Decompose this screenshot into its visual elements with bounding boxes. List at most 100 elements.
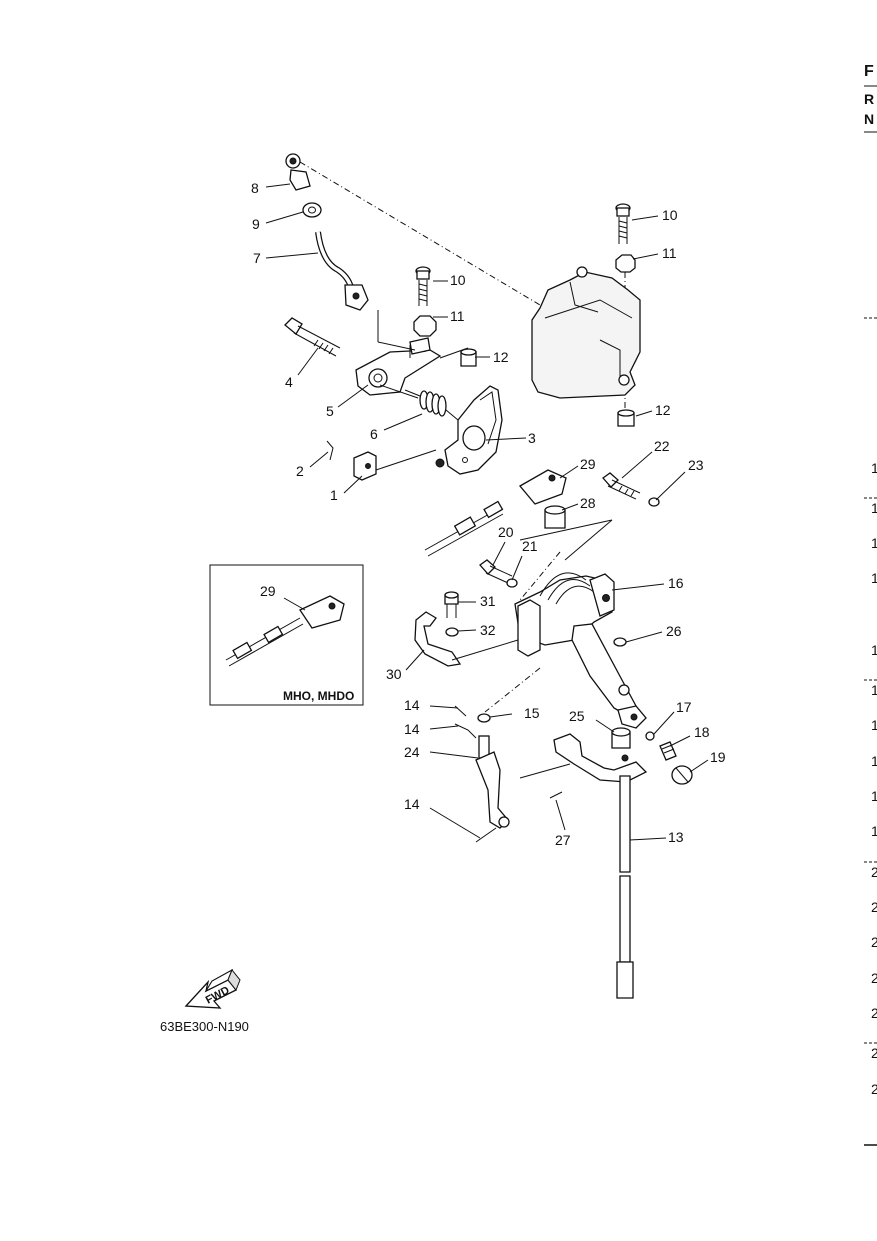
callout-4: 4 [285, 374, 293, 390]
callout-2: 2 [296, 463, 304, 479]
callout-24: 24 [404, 744, 420, 760]
part-12-grommet [460, 348, 477, 367]
callout-8: 8 [251, 180, 259, 196]
callout-14-second: 14 [404, 721, 420, 737]
edge-digit: 1 [871, 642, 877, 658]
edge-digit: 2 [871, 934, 877, 950]
part-15-washer [477, 713, 491, 723]
part-4-long-bolt [284, 317, 341, 357]
fwd-arrow: FWD [184, 968, 241, 1009]
edge-letter: F [864, 63, 874, 80]
part-28-collar [544, 505, 566, 529]
diagram-code: 63BE300-N190 [160, 1019, 249, 1034]
edge-letter: N [864, 111, 874, 127]
callout-21: 21 [522, 538, 538, 554]
right-edge-fragment: F R N 1 1 1 1 1 1 1 1 1 1 2 2 2 2 2 2 2 [864, 63, 877, 1146]
part-1-clip [353, 449, 437, 481]
edge-digit: 1 [871, 823, 877, 839]
edge-digit: 1 [871, 717, 877, 733]
part-25-bushing [611, 727, 631, 749]
part-14-pin-lower [475, 827, 497, 843]
shift-cable [424, 469, 567, 557]
part-2-cotter-pin [326, 440, 334, 461]
callout-20: 20 [498, 524, 514, 540]
part-24-shift-arm [475, 735, 510, 829]
callout-11-right: 11 [662, 245, 677, 261]
callout-27: 27 [555, 832, 571, 848]
shift-housing [531, 266, 641, 399]
part-32-washer [445, 627, 459, 637]
inset-caption: MHO, MHDO [283, 689, 354, 703]
callout-12-right: 12 [655, 402, 671, 418]
edge-digit: 2 [871, 1081, 877, 1097]
callout-1: 1 [330, 487, 338, 503]
callout-29-inset: 29 [260, 583, 276, 599]
inset-box: MHO, MHDO [209, 564, 364, 706]
callout-19: 19 [710, 749, 726, 765]
callout-16: 16 [668, 575, 684, 591]
callout-14: 14 [404, 697, 420, 713]
part-17-ball [645, 731, 655, 741]
edge-digit: 1 [871, 753, 877, 769]
callout-3: 3 [528, 430, 536, 446]
part-12-grommet-right [617, 409, 635, 427]
callout-15: 15 [524, 705, 540, 721]
callout-5: 5 [326, 403, 334, 419]
part-10-bolt [415, 266, 431, 306]
callout-14-lower: 14 [404, 796, 420, 812]
part-11-nut-right [615, 254, 636, 273]
part-21-washer [506, 578, 518, 588]
edge-digit: 2 [871, 970, 877, 986]
callout-6: 6 [370, 426, 378, 442]
part-7-link-rod [315, 231, 369, 311]
edge-digit: 2 [871, 1045, 877, 1061]
edge-digit: 2 [871, 1005, 877, 1021]
callout-13: 13 [668, 829, 684, 845]
edge-digit: 1 [871, 682, 877, 698]
part-22-bolt [602, 472, 641, 500]
part-27-pin [549, 791, 563, 799]
callouts: 1 2 3 4 5 6 7 8 9 10 10 11 11 12 12 13 1… [251, 180, 726, 848]
edge-digit: 1 [871, 460, 877, 476]
callout-29: 29 [580, 456, 596, 472]
part-9-nut [302, 202, 322, 218]
callout-10-right: 10 [662, 207, 678, 223]
part-14-pin [454, 705, 477, 739]
callout-23: 23 [688, 457, 704, 473]
part-6-spring [379, 384, 459, 421]
callout-26: 26 [666, 623, 682, 639]
part-3-detent-plate [435, 385, 503, 475]
part-30-bracket [414, 611, 519, 667]
callout-30: 30 [386, 666, 402, 682]
callout-11: 11 [450, 308, 465, 324]
callout-31: 31 [480, 593, 496, 609]
part-13-shift-rod [616, 775, 634, 999]
callout-18: 18 [694, 724, 710, 740]
edge-digit: 1 [871, 788, 877, 804]
callout-25: 25 [569, 708, 585, 724]
edge-digit: 1 [871, 570, 877, 586]
callout-7: 7 [253, 250, 261, 266]
leader-lines [265, 183, 709, 841]
edge-digit: 2 [871, 899, 877, 915]
shift-plate [519, 733, 648, 783]
part-19-plug [671, 765, 693, 785]
callout-12: 12 [493, 349, 509, 365]
callout-10: 10 [450, 272, 466, 288]
part-20-bolt [479, 559, 513, 584]
callout-17: 17 [676, 699, 692, 715]
part-26-washer [613, 637, 627, 647]
edge-digit: 2 [871, 864, 877, 880]
edge-digit: 1 [871, 500, 877, 516]
callout-22: 22 [654, 438, 670, 454]
part-31-bolt [444, 591, 459, 618]
callout-28: 28 [580, 495, 596, 511]
part-8-cable-end [285, 153, 311, 191]
part-10-bolt-right [615, 203, 631, 244]
part-11-nut [413, 315, 437, 337]
callout-32: 32 [480, 622, 496, 638]
edge-digit: 1 [871, 535, 877, 551]
callout-9: 9 [252, 216, 260, 232]
part-16-shift-mechanism [514, 519, 647, 729]
